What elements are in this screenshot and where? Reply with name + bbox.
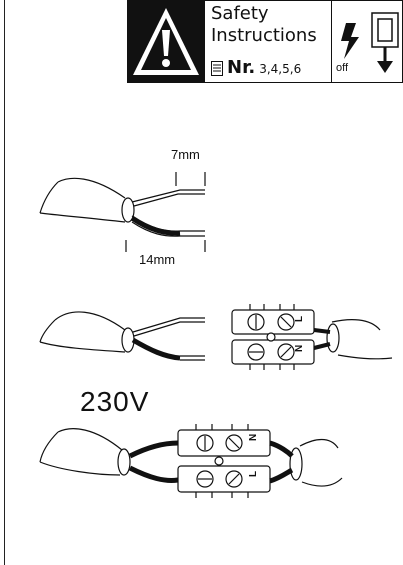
strip-length-short-label: 7mm (171, 147, 200, 162)
connected-terminal-figure (39, 424, 343, 498)
svg-text:N: N (294, 345, 305, 352)
number-values: 3,4,5,6 (259, 62, 302, 76)
off-label: off (336, 62, 349, 74)
warning-panel (127, 0, 205, 83)
safety-number-row: Nr. 3,4,5,6 (211, 57, 301, 79)
warning-triangle-icon (133, 8, 199, 75)
document-icon (211, 60, 223, 76)
safety-subtitle: Instructions (211, 25, 317, 46)
cable-and-terminal-figure (39, 304, 393, 370)
voltage-label: 230V (80, 386, 150, 417)
page-left-border (4, 0, 5, 565)
number-label: Nr. (227, 57, 256, 78)
safety-instructions-box: Safety Instructions Nr. 3,4,5,6 (205, 0, 332, 83)
safety-title: Safety (211, 3, 269, 24)
svg-text:L: L (248, 471, 259, 477)
strip-length-long-label: 14mm (139, 252, 176, 267)
wire-insulation-dark-2 (131, 337, 181, 361)
safety-header: Safety Instructions Nr. 3,4,5,6 off (127, 0, 403, 83)
power-off-box: off (332, 0, 403, 83)
power-off-icon (341, 12, 399, 73)
svg-text:L: L (294, 316, 305, 322)
stripped-cable-figure (39, 172, 206, 252)
wire-insulation-dark (130, 215, 181, 236)
svg-text:N: N (248, 434, 259, 441)
